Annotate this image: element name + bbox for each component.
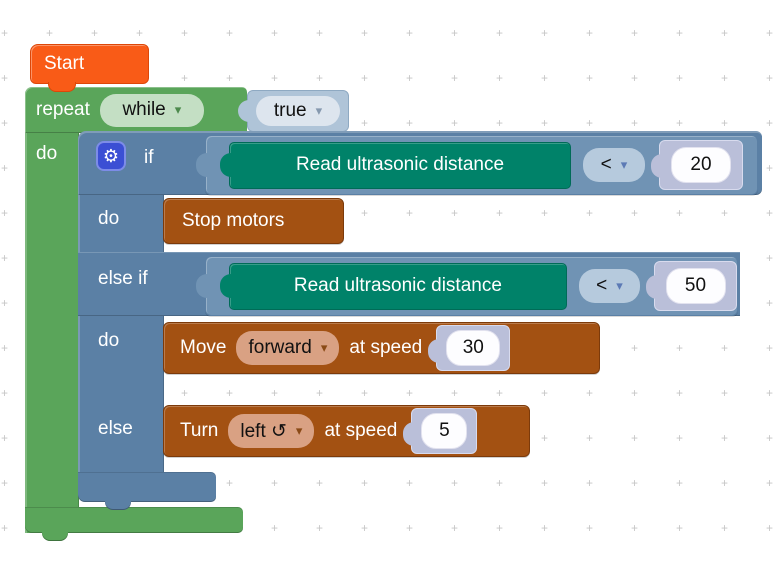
number-field-2[interactable]: 50: [665, 268, 726, 304]
move-block[interactable]: Move forward ▾ at speed 30: [163, 322, 600, 374]
stop-motors-label: Stop motors: [182, 210, 285, 231]
sensor-label: Read ultrasonic distance: [293, 275, 502, 296]
chevron-down-icon: ▾: [320, 340, 328, 355]
start-label: Start: [44, 53, 85, 74]
compare-block-2[interactable]: Read ultrasonic distance < ▾ 50: [196, 256, 738, 316]
repeat-keyword-label: repeat: [36, 99, 90, 120]
stop-motors-block[interactable]: Stop motors: [163, 198, 344, 244]
turn-direction-value: left ↺: [240, 420, 287, 442]
chevron-down-icon: ▾: [620, 157, 628, 172]
if-block-left-column[interactable]: [78, 190, 164, 472]
operator-value: <: [600, 154, 612, 175]
number-field-1[interactable]: 20: [671, 147, 731, 183]
if-label: if: [144, 147, 154, 168]
move-speed-field[interactable]: 30: [446, 330, 501, 366]
boolean-dropdown[interactable]: true ▾: [256, 96, 340, 126]
read-ultrasonic-block-2[interactable]: Read ultrasonic distance: [220, 262, 567, 310]
operator-dropdown-2[interactable]: < ▾: [578, 269, 641, 303]
compare-block-1[interactable]: Read ultrasonic distance < ▾ 20: [196, 135, 758, 195]
move-direction-value: forward: [248, 337, 312, 358]
if-block-bottom-tab: [105, 501, 131, 510]
boolean-value: true: [273, 100, 307, 121]
if-do-label: do: [98, 208, 120, 229]
start-block-bottom-tab: [48, 82, 76, 92]
mutator-gear-icon[interactable]: ⚙: [96, 141, 126, 171]
else-label: else: [98, 418, 133, 439]
repeat-block-left-column[interactable]: [25, 110, 79, 533]
move-suffix-label: at speed: [349, 337, 423, 358]
move-direction-dropdown[interactable]: forward ▾: [236, 331, 340, 365]
boolean-true-block[interactable]: true ▾: [238, 90, 349, 132]
sensor-label: Read ultrasonic distance: [295, 154, 505, 175]
operator-value: <: [596, 275, 608, 296]
turn-suffix-label: at speed: [324, 420, 398, 441]
turn-direction-dropdown[interactable]: left ↺ ▾: [228, 414, 315, 448]
repeat-block[interactable]: repeat while ▾: [25, 87, 247, 133]
chevron-down-icon: ▾: [616, 278, 623, 293]
turn-action-label: Turn: [180, 420, 219, 441]
repeat-do-label: do: [36, 143, 58, 164]
repeat-block-bottom-tab: [42, 532, 68, 541]
number-shadow-block-2: 50: [646, 261, 737, 311]
turn-speed-field[interactable]: 5: [421, 413, 468, 449]
repeat-mode-dropdown[interactable]: while ▾: [99, 93, 204, 127]
repeat-block-bottom-bar[interactable]: [25, 507, 243, 533]
elseif-do-label: do: [98, 330, 120, 351]
gear-glyph: ⚙: [102, 145, 120, 166]
repeat-mode-value: while: [122, 99, 166, 120]
if-block-bottom-bar[interactable]: [78, 472, 216, 502]
number-shadow-block-1: 20: [651, 140, 743, 190]
move-speed-shadow: 30: [428, 325, 511, 371]
chevron-down-icon: ▾: [295, 423, 303, 438]
turn-block[interactable]: Turn left ↺ ▾ at speed 5: [163, 405, 530, 457]
read-ultrasonic-block-1[interactable]: Read ultrasonic distance: [220, 141, 571, 189]
chevron-down-icon: ▾: [315, 103, 323, 118]
chevron-down-icon: ▾: [174, 102, 182, 117]
start-block[interactable]: Start: [30, 44, 149, 84]
move-action-label: Move: [180, 337, 227, 358]
operator-dropdown-1[interactable]: < ▾: [583, 148, 645, 182]
elseif-label: else if: [98, 268, 148, 289]
turn-speed-shadow: 5: [403, 408, 478, 454]
